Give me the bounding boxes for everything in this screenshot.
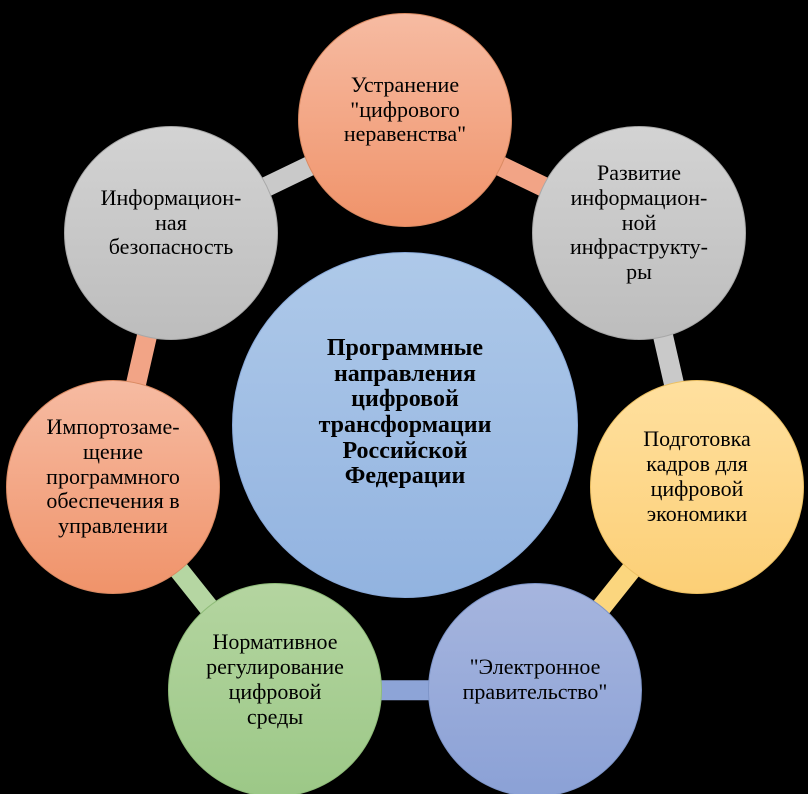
node-label: Нормативное регулирование цифровой среды	[206, 629, 344, 729]
center-node-program-directions: Программные направления цифровой трансфо…	[232, 252, 578, 598]
node-software-import-substitution: Импортозаме- щение программного обеспече…	[6, 380, 220, 594]
center-node-label: Программные направления цифровой трансфо…	[318, 334, 492, 490]
node-label: Информацион- ная безопасность	[100, 184, 242, 260]
node-label: Импортозаме- щение программного обеспече…	[46, 413, 180, 539]
node-information-infrastructure-development: Развитие информацион- ной инфраструкту- …	[532, 126, 746, 340]
node-information-security: Информацион- ная безопасность	[64, 126, 278, 340]
node-label: Подготовка кадров для цифровой экономики	[643, 426, 751, 526]
node-digital-environment-regulation: Нормативное регулирование цифровой среды	[168, 583, 382, 794]
node-label: Развитие информацион- ной инфраструкту- …	[570, 159, 708, 285]
node-personnel-training-digital-economy: Подготовка кадров для цифровой экономики	[590, 380, 804, 594]
node-label: "Электронное правительство"	[462, 654, 608, 704]
node-label: Устранение "цифрового неравенства"	[343, 71, 467, 147]
node-electronic-government: "Электронное правительство"	[428, 583, 642, 794]
node-digital-inequality-elimination: Устранение "цифрового неравенства"	[298, 13, 512, 227]
